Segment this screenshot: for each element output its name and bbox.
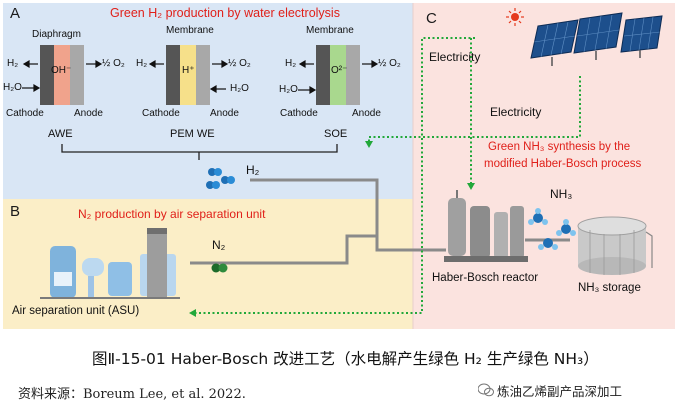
nh3-label: NH₃	[550, 187, 573, 201]
pem-name: PEM WE	[170, 128, 215, 140]
pem-cell	[166, 45, 210, 105]
awe-left-bottom: H₂O	[3, 82, 22, 93]
awe-ion: OH⁻	[51, 65, 72, 76]
panel-c-title-line2: modified Haber-Bosch process	[484, 158, 642, 170]
storage-label: NH₃ storage	[578, 282, 641, 294]
pem-anode: Anode	[210, 108, 239, 119]
wechat-icon	[478, 383, 494, 397]
pem-header: Membrane	[166, 25, 214, 36]
h2-label: H₂	[246, 163, 260, 177]
pem-right-bottom: H₂O	[230, 83, 249, 94]
soe-anode: Anode	[352, 108, 381, 119]
soe-left-bottom: H₂O	[279, 84, 298, 95]
soe-ion: O²⁻	[331, 65, 348, 76]
electricity-label-mid: Electricity	[490, 105, 542, 119]
n2-molecules	[211, 263, 228, 273]
brand-watermark: 炼油乙烯副产品深加工	[497, 384, 623, 399]
panel-c-title-line1: Green NH₃ synthesis by the	[488, 141, 631, 153]
panel-a-title: Green H₂ production by water electrolysi…	[110, 6, 340, 20]
pem-cathode: Cathode	[142, 108, 180, 119]
source-citation: 资料来源：Boreum Lee, et al. 2022.	[18, 387, 246, 402]
haber-bosch-reactor	[444, 190, 528, 262]
h2-molecules	[206, 168, 235, 189]
awe-cell	[40, 45, 84, 105]
reactor-label: Haber-Bosch reactor	[432, 272, 539, 284]
pem-ion: H⁺	[182, 65, 195, 76]
awe-anode: Anode	[74, 108, 103, 119]
pem-right-top: ½ O₂	[228, 58, 251, 69]
awe-name: AWE	[48, 128, 73, 140]
soe-left-top: H₂	[285, 58, 297, 69]
asu-equipment	[40, 228, 180, 299]
awe-left-top: H₂	[7, 58, 19, 69]
soe-right-top: ½ O₂	[378, 58, 401, 69]
panel-b-letter: B	[10, 203, 21, 220]
awe-cathode: Cathode	[6, 108, 44, 119]
figure-caption: 图Ⅱ-15-01 Haber-Bosch 改进工艺（水电解产生绿色 H₂ 生产绿…	[92, 350, 599, 368]
panel-b-title: N₂ production by air separation unit	[78, 207, 266, 221]
panel-a-letter: A	[10, 5, 21, 22]
nh3-storage-tank	[577, 216, 653, 275]
awe-right-top: ½ O₂	[102, 58, 125, 69]
electricity-label-top: Electricity	[429, 50, 481, 64]
sun-icon	[506, 8, 524, 26]
awe-header: Diaphragm	[32, 29, 81, 40]
panel-c-background	[413, 3, 675, 329]
soe-cell	[316, 45, 360, 105]
n2-label: N₂	[212, 238, 226, 252]
soe-header: Membrane	[306, 25, 354, 36]
nh3-molecules	[528, 208, 576, 250]
soe-cathode: Cathode	[280, 108, 318, 119]
solar-panels	[530, 12, 663, 66]
asu-label: Air separation unit (ASU)	[12, 305, 140, 317]
pem-left-top: H₂	[136, 58, 148, 69]
soe-name: SOE	[324, 128, 348, 140]
panel-c-letter: C	[426, 10, 437, 27]
